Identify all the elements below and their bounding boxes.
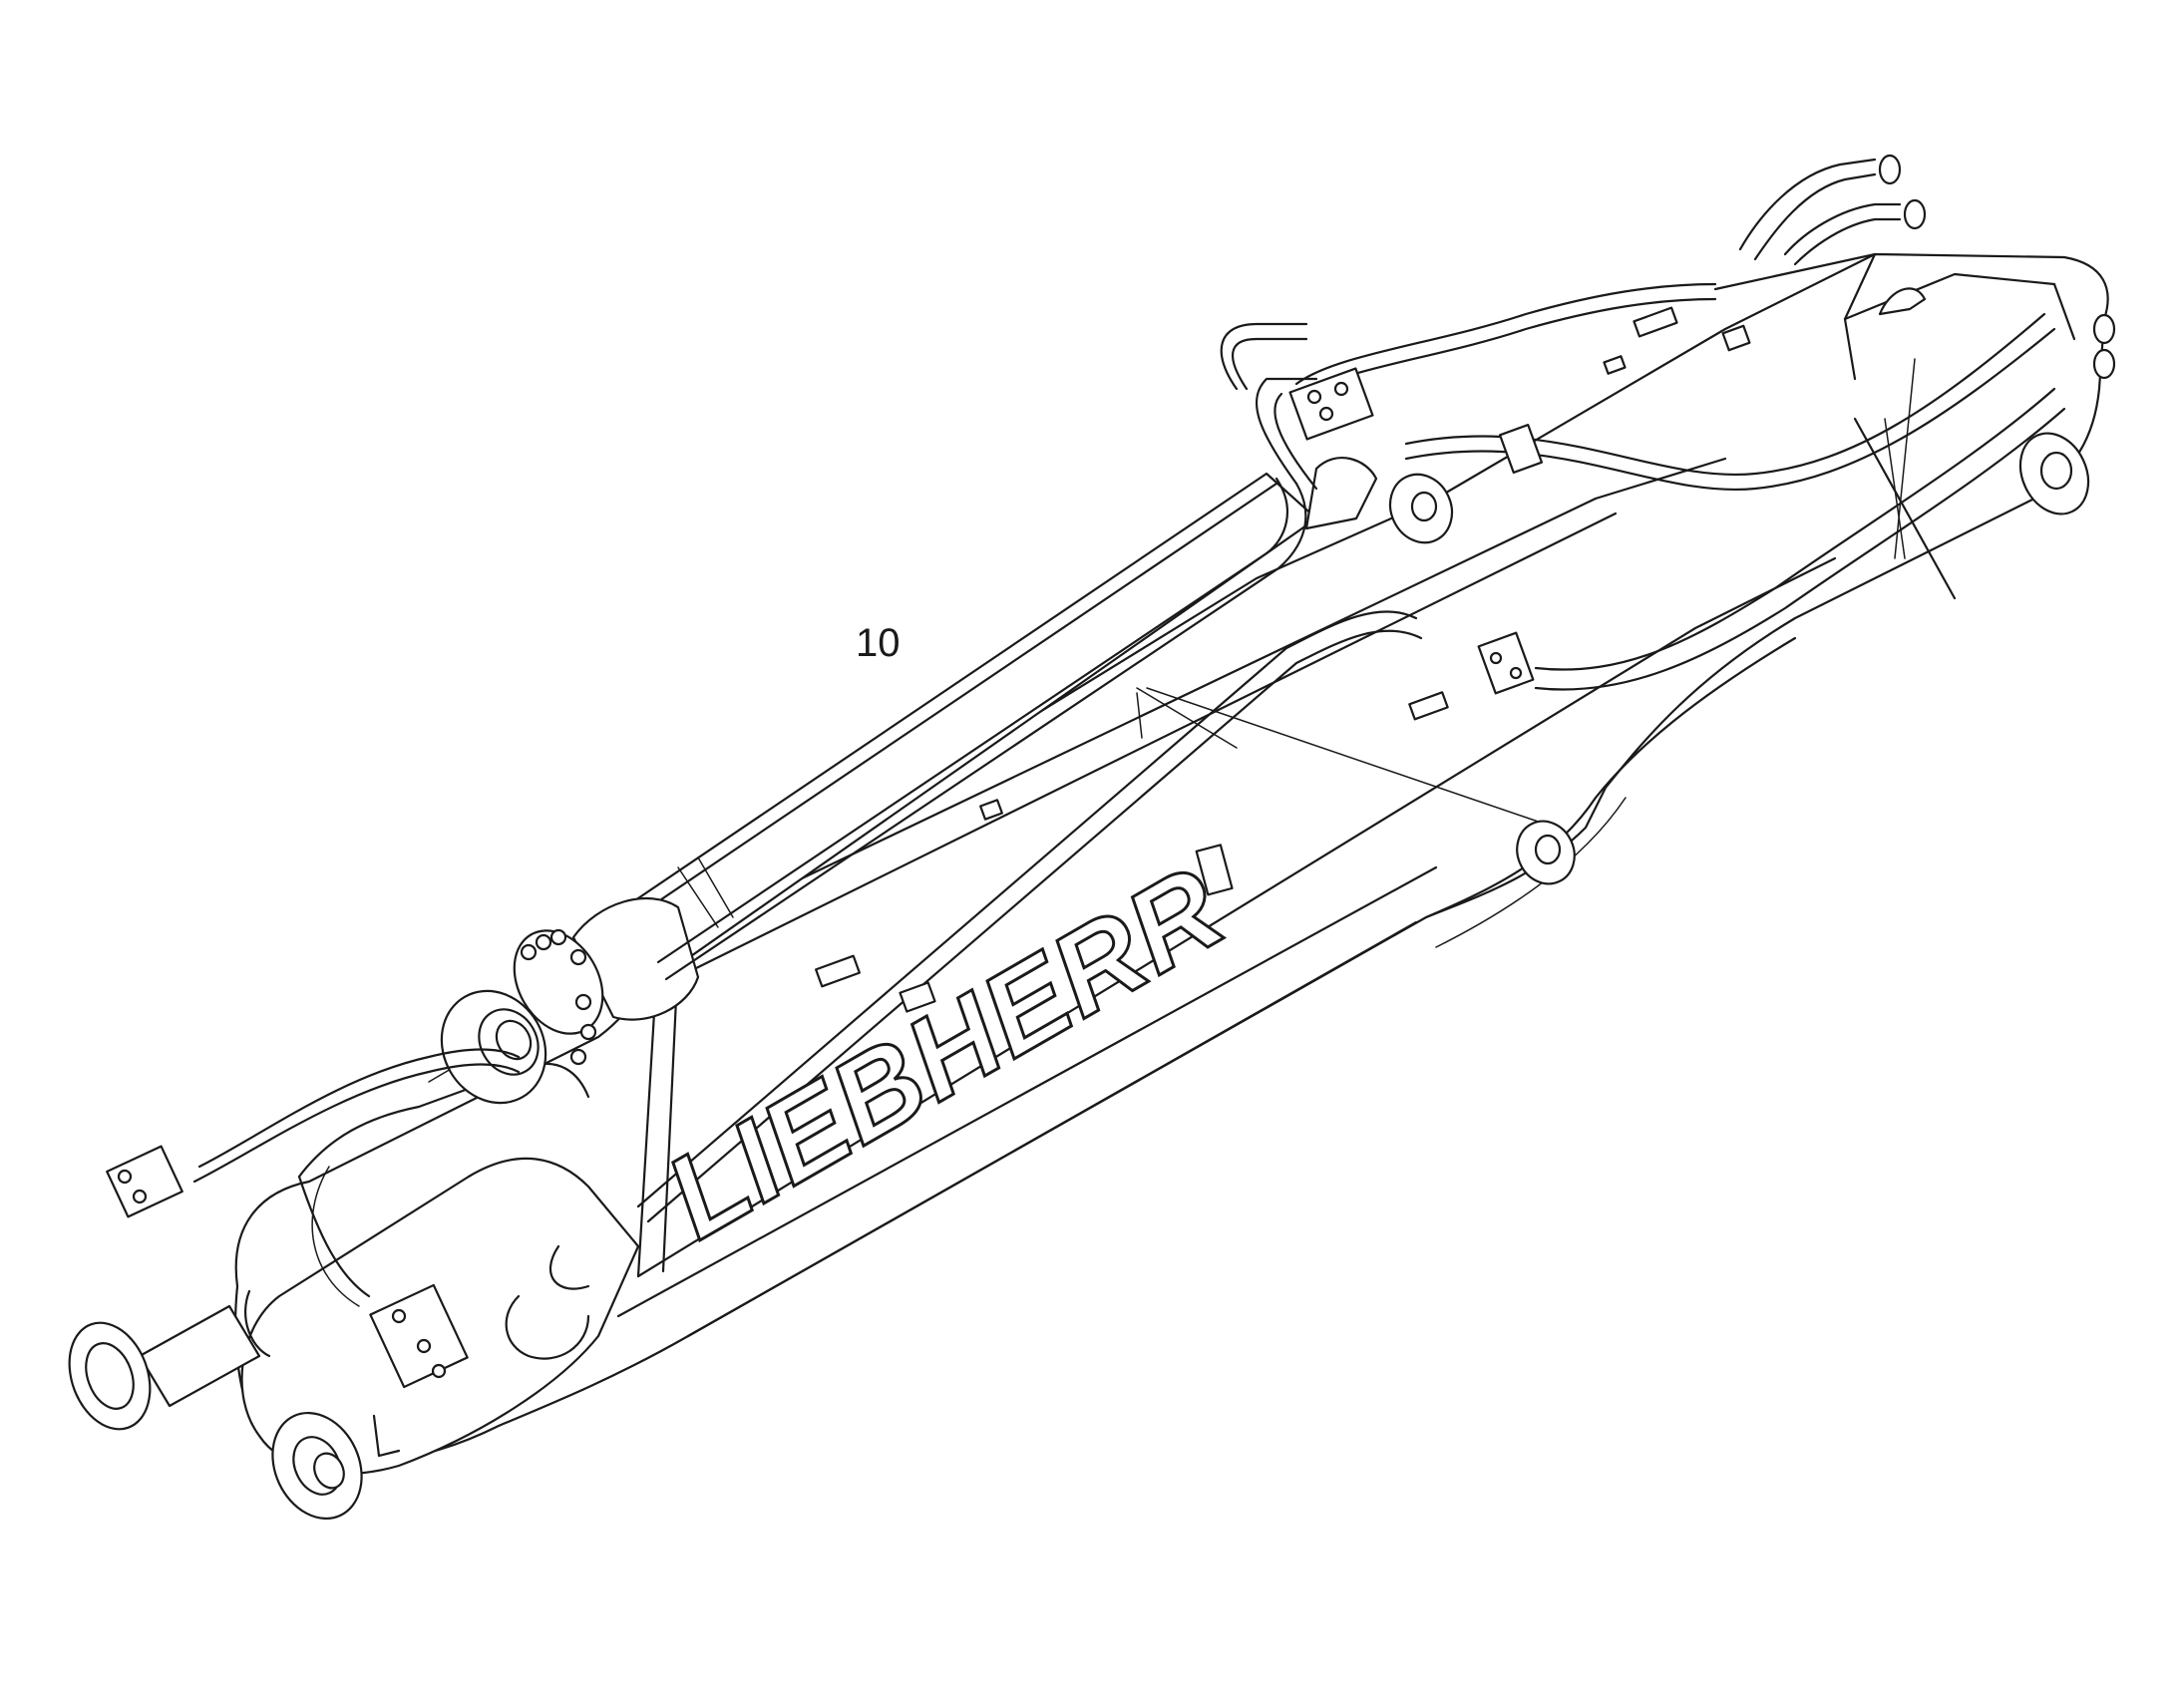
- hydraulic-cylinder: [440, 457, 1378, 1105]
- fittings: [106, 287, 2090, 1389]
- callout-part-10: 10: [856, 621, 901, 665]
